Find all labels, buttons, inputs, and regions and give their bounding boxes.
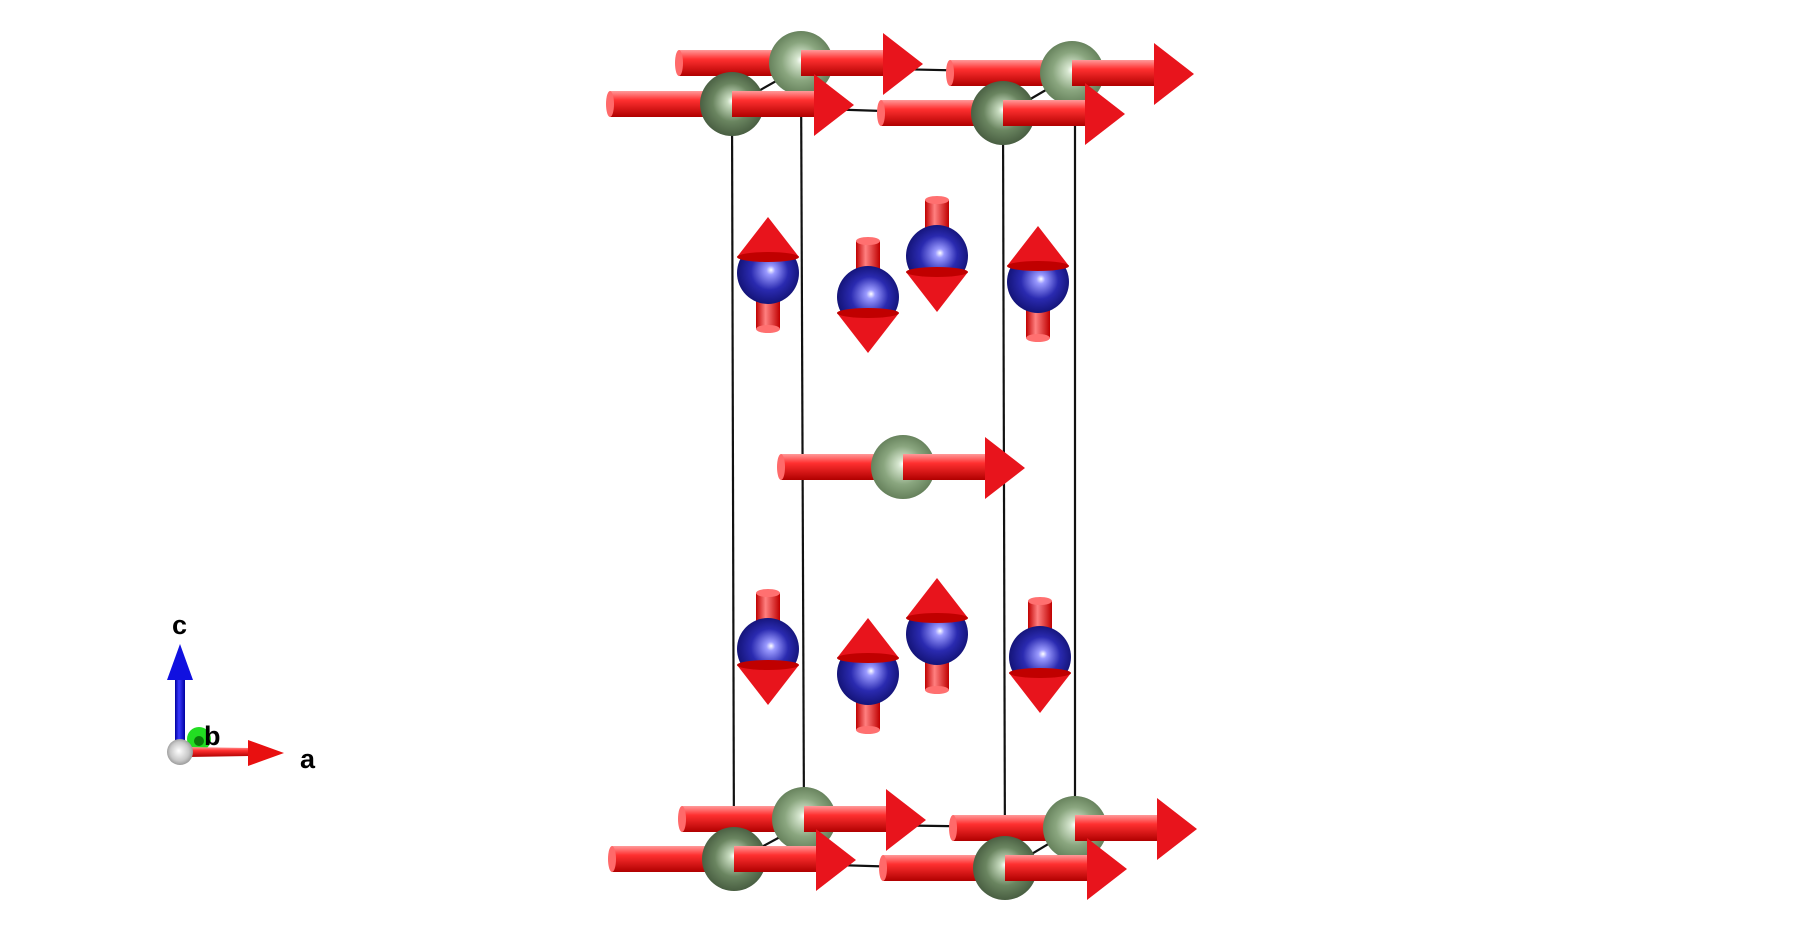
spin-arrow-head bbox=[886, 789, 926, 851]
magnetic-atom-spin-up bbox=[906, 578, 968, 694]
spin-arrow-shaft bbox=[734, 846, 818, 872]
magnetic-atom-in-plane bbox=[879, 836, 1127, 900]
spin-arrow-head bbox=[883, 33, 923, 95]
spin-arrow-head bbox=[1009, 673, 1071, 713]
spin-arrow-shaft bbox=[1075, 815, 1159, 841]
spin-arrow-head bbox=[906, 272, 968, 312]
spin-arrow-head-base bbox=[737, 660, 799, 670]
spin-arrow-tail-cap bbox=[946, 60, 954, 86]
a-axis-arrowhead bbox=[248, 740, 284, 766]
spin-arrow-head-base bbox=[1009, 668, 1071, 678]
spin-arrow-head-base bbox=[837, 308, 899, 318]
cell-edge bbox=[730, 105, 736, 863]
spin-arrow-tail-cap bbox=[777, 454, 785, 480]
spin-arrow-tail-cap bbox=[856, 237, 880, 245]
b-axis-label: b bbox=[204, 721, 221, 751]
magnetic-atom-in-plane bbox=[777, 435, 1025, 499]
magnetic-atom-spin-down bbox=[737, 589, 799, 705]
spin-arrow-head bbox=[737, 665, 799, 705]
magnetic-atom-spin-up bbox=[1007, 226, 1069, 342]
a-axis-label: a bbox=[300, 744, 316, 774]
spin-arrow-shaft bbox=[1072, 60, 1156, 86]
magnetic-atom-in-plane bbox=[606, 72, 854, 136]
magnetic-atom-spin-down bbox=[906, 196, 968, 312]
spin-arrow-head-base bbox=[837, 653, 899, 663]
spin-arrow-tail-cap bbox=[925, 686, 949, 694]
spin-arrow-shaft bbox=[732, 91, 816, 117]
magnetic-atom-spin-up bbox=[737, 217, 799, 333]
magnetic-atom-in-plane bbox=[608, 827, 856, 891]
spin-arrow-shaft bbox=[1003, 100, 1087, 126]
axis-indicator: c b a bbox=[167, 610, 316, 774]
spin-arrow-shaft bbox=[801, 50, 885, 76]
spin-arrow-head bbox=[906, 578, 968, 618]
spin-arrow-head bbox=[1007, 226, 1069, 266]
spin-arrow-head bbox=[737, 217, 799, 257]
spin-arrow-tail-cap bbox=[608, 846, 616, 872]
magnetic-atom-spin-up bbox=[837, 618, 899, 734]
magnetic-atom-in-plane bbox=[678, 787, 926, 851]
spin-arrow-head bbox=[814, 74, 854, 136]
spin-arrow-tail-cap bbox=[877, 100, 885, 126]
spin-arrow-head bbox=[816, 829, 856, 891]
spin-arrow-head bbox=[1154, 43, 1194, 105]
spin-arrow-head bbox=[1157, 798, 1197, 860]
spin-arrow-tail-cap bbox=[949, 815, 957, 841]
cell-edge bbox=[799, 66, 806, 825]
spin-arrow-tail-cap bbox=[756, 589, 780, 597]
spin-arrow-head bbox=[985, 437, 1025, 499]
spin-arrow-head bbox=[1087, 838, 1127, 900]
magnetic-atom-in-plane bbox=[877, 81, 1125, 145]
axis-origin bbox=[167, 739, 193, 765]
spin-arrow-head-base bbox=[906, 267, 968, 277]
spin-arrow-tail-cap bbox=[925, 196, 949, 204]
spin-arrow-tail-cap bbox=[856, 726, 880, 734]
spin-arrow-head bbox=[837, 313, 899, 353]
spin-arrow-tail-cap bbox=[675, 50, 683, 76]
cell-edge bbox=[1001, 114, 1007, 871]
spin-arrow-tail-cap bbox=[756, 325, 780, 333]
c-axis-arrowhead bbox=[167, 644, 193, 680]
magnetic-atom-spin-down bbox=[837, 237, 899, 353]
spin-arrow-tail-cap bbox=[879, 855, 887, 881]
c-axis-label: c bbox=[172, 610, 187, 640]
spin-arrow-tail-cap bbox=[1028, 597, 1052, 605]
spin-arrow-head bbox=[1085, 83, 1125, 145]
c-axis-shaft bbox=[175, 668, 185, 750]
magnetic-atom-spin-down bbox=[1009, 597, 1071, 713]
spin-arrow-shaft bbox=[1005, 855, 1089, 881]
spin-arrow-tail-cap bbox=[1026, 334, 1050, 342]
spin-arrow-head-base bbox=[1007, 261, 1069, 271]
spin-arrow-head bbox=[837, 618, 899, 658]
spin-arrow-tail-cap bbox=[606, 91, 614, 117]
spin-arrow-tail-cap bbox=[678, 806, 686, 832]
b-axis-end bbox=[194, 736, 204, 746]
atoms bbox=[606, 31, 1197, 900]
spin-arrow-head-base bbox=[906, 613, 968, 623]
spin-arrow-shaft bbox=[804, 806, 888, 832]
a-axis-shaft bbox=[188, 747, 250, 757]
spin-arrow-shaft bbox=[903, 454, 987, 480]
spin-arrow-head-base bbox=[737, 252, 799, 262]
